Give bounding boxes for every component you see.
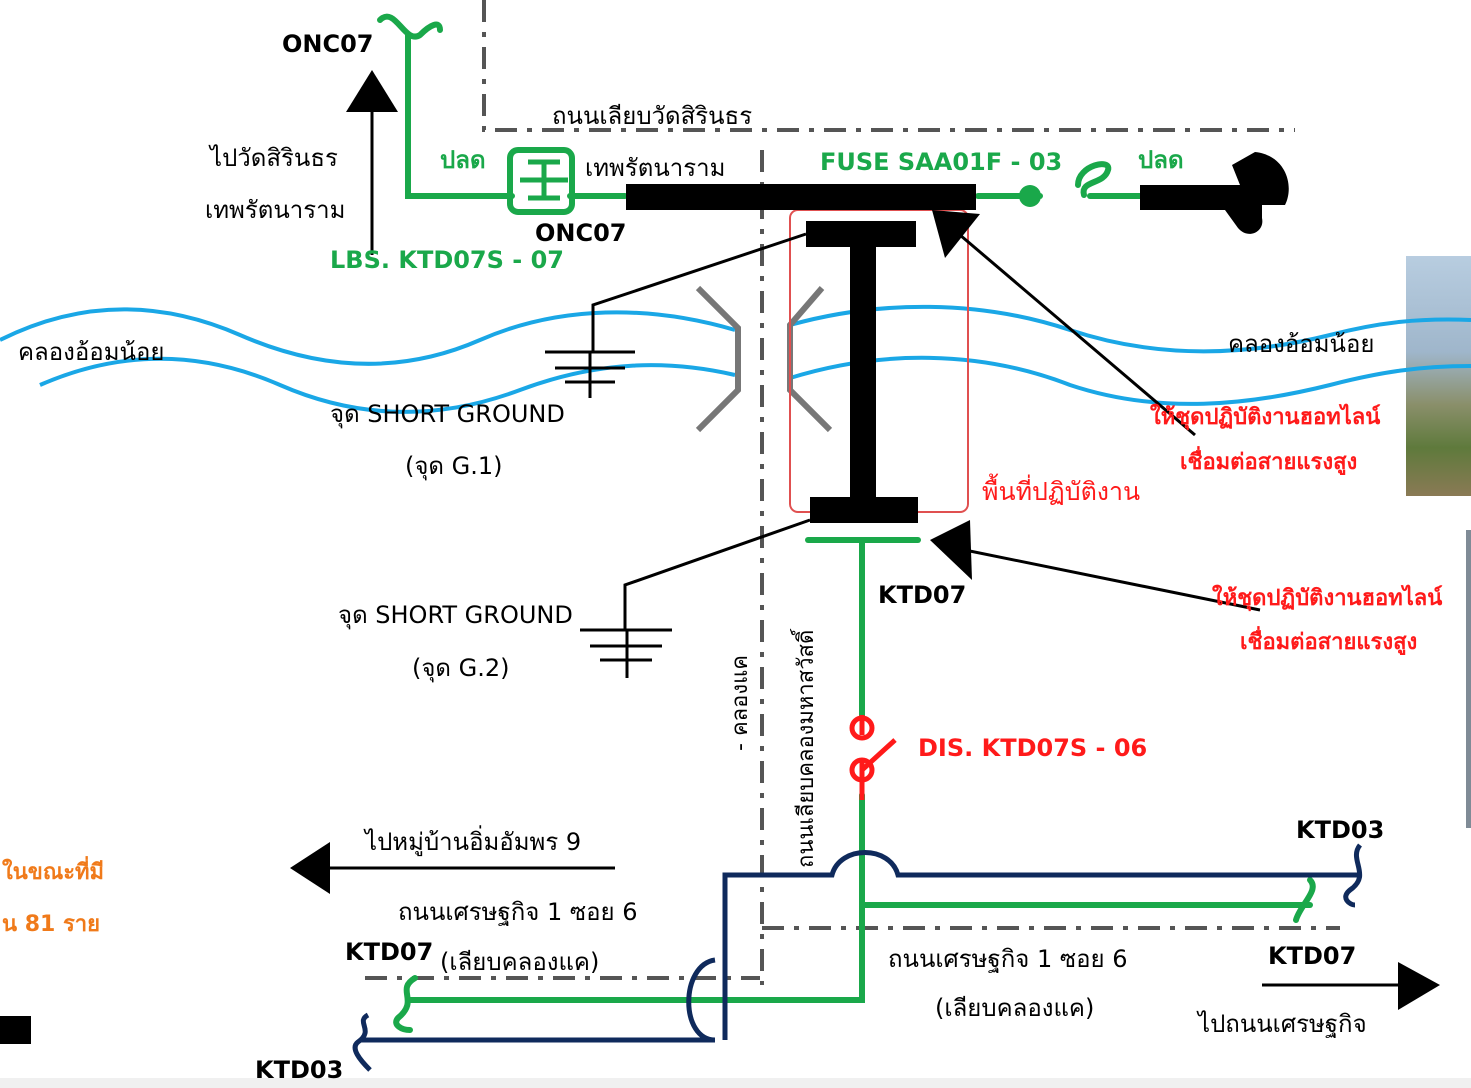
site-photo-edge <box>1466 530 1471 828</box>
ktd03-right-label: KTD03 <box>1296 816 1385 844</box>
short-ground-2-label: จุด SHORT GROUND <box>338 601 573 629</box>
lbs-label: LBS. KTD07S - 07 <box>330 246 564 274</box>
dis-label: DIS. KTD07S - 06 <box>918 734 1148 762</box>
orange-text-1: ในขณะที่มี <box>2 860 105 885</box>
work-area-label: พื้นที่ปฏิบัติงาน <box>982 477 1141 506</box>
fuse-label: FUSE SAA01F - 03 <box>820 148 1063 176</box>
g2-label: (จุด G.2) <box>412 654 510 682</box>
canal-right-label: คลองอ้อมน้อย <box>1228 330 1375 358</box>
short-ground-1-label: จุด SHORT GROUND <box>330 400 565 428</box>
thepphat2-label: เทพรัตนาราม <box>585 154 726 182</box>
hotline-1-line1: ให้ชุดปฏิบัติงานฮอทไลน์ <box>1150 405 1381 430</box>
site-photo <box>1406 256 1471 496</box>
fuse-dot <box>1019 185 1041 207</box>
onc07-mid-label: ONC07 <box>535 219 627 247</box>
plod-left-label: ปลด <box>440 146 486 174</box>
vertical-road-label-a: ถนนเลียบคลองมหาสวัสดิ์ <box>794 629 819 868</box>
main-bus <box>626 152 1289 523</box>
hotline-1-line2: เชื่อมต่อสายแรงสูง <box>1180 450 1358 475</box>
onc07-top-label: ONC07 <box>282 30 374 58</box>
ktd07-left-label: KTD07 <box>345 938 434 966</box>
road-soi-right-label: ถนนเศรษฐกิจ 1 ซอย 6 <box>888 945 1128 973</box>
ground-symbols <box>545 350 672 678</box>
dis-switch <box>849 715 897 800</box>
green-feeders <box>377 13 1316 1033</box>
lbs-switch-box <box>507 147 575 215</box>
road-soi-left-sub: (เลียบคลองแค) <box>440 948 600 976</box>
to-village-label: ไปหมู่บ้านอิ่มอัมพร 9 <box>365 828 582 856</box>
black-block <box>0 1016 31 1044</box>
thepphat-label: เทพรัตนาราม <box>205 196 346 224</box>
to-setthakit-label: ไปถนนเศรษฐกิจ <box>1198 1010 1367 1038</box>
to-wat-label: ไปวัดสิรินธร <box>210 144 338 172</box>
hotline-2-line1: ให้ชุดปฏิบัติงานฮอทไลน์ <box>1212 586 1443 611</box>
road-soi-left-label: ถนนเศรษฐกิจ 1 ซอย 6 <box>398 898 638 926</box>
ktd07-mid-label: KTD07 <box>878 581 967 609</box>
canal-left-label: คลองอ้อมน้อย <box>18 338 165 366</box>
plod-right-label: ปลด <box>1138 146 1184 174</box>
arrows <box>290 70 1440 1010</box>
bottom-bar <box>0 1078 1471 1088</box>
vertical-road-label-b: - คลองแค <box>728 655 753 751</box>
navy-feeders <box>352 843 1363 1072</box>
g1-label: (จุด G.1) <box>405 452 503 480</box>
road-soi-right-sub: (เลียบคลองแค) <box>935 994 1095 1022</box>
pointer-lines <box>325 110 1400 987</box>
ktd07-right-label: KTD07 <box>1268 942 1357 970</box>
lbs-symbol <box>520 159 568 201</box>
orange-text-2: น 81 ราย <box>2 912 101 937</box>
ktd03-bottom-label: KTD03 <box>255 1056 344 1084</box>
hotline-2-line2: เชื่อมต่อสายแรงสูง <box>1240 630 1418 655</box>
road-wat-label: ถนนเลียบวัดสิรินธร <box>552 102 753 130</box>
